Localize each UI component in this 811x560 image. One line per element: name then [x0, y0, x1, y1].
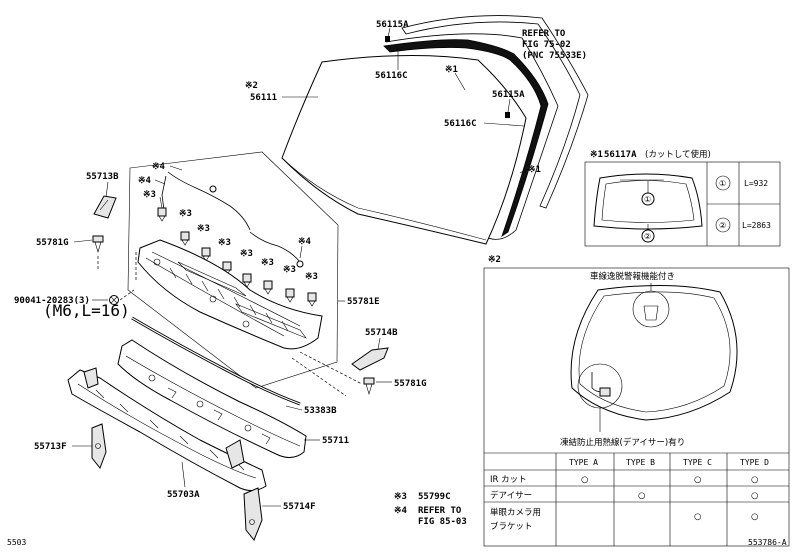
inset1-box: [584, 161, 781, 247]
mark-3-f: ※3: [261, 258, 274, 268]
cowl-louver-panel: [137, 239, 323, 350]
note4-line1: REFER TO: [418, 506, 462, 516]
refer-top-line2: FIG 75-02: [522, 40, 571, 50]
table-header-type-c: TYPE C: [683, 458, 712, 467]
inset2-table: [484, 452, 789, 546]
table-row-ir-label: IR カット: [490, 475, 527, 485]
table-cell-camera-d: ○: [751, 512, 758, 522]
inset2-bottom-label: 凍結防止用熱線(デアイサー)有り: [560, 437, 685, 448]
mark-3-e: ※3: [240, 249, 253, 259]
label-55714F: 55714F: [283, 502, 316, 512]
table-cell-ir-d: ○: [751, 475, 758, 485]
table-cell-deicer-b: ○: [638, 491, 645, 501]
mark-4-c: ※4: [298, 237, 312, 247]
inset1-note: (カットして使用): [645, 149, 711, 160]
bracket-55713B: [93, 195, 117, 219]
clip-55781G-left: [92, 235, 104, 254]
label-56116C-mid: 56116C: [444, 119, 477, 129]
bolt-90041: [109, 295, 119, 305]
mark-3-d: ※3: [218, 238, 231, 248]
mark-3-b: ※3: [179, 209, 192, 219]
label-55781G-left: 55781G: [36, 238, 69, 248]
table-header-type-b: TYPE B: [626, 458, 655, 467]
table-row-deicer-label: デアイサー: [490, 490, 532, 501]
refer-top-line1: REFER TO: [522, 29, 566, 39]
inset2-glass: [570, 284, 738, 421]
table-row-camera-label2: ブラケット: [490, 521, 533, 532]
label-55713B: 55713B: [86, 172, 119, 182]
label-56115A-top: 56115A: [376, 20, 409, 30]
image-code: 553786-A: [748, 538, 787, 547]
table-cell-deicer-d: ○: [751, 491, 758, 501]
refer-top-line3: (PNC 75533E): [522, 51, 587, 61]
mark-3-c: ※3: [197, 224, 210, 234]
mark-4-a: ※4: [152, 162, 166, 172]
label-55703A: 55703A: [167, 490, 200, 500]
inset2-deicer-callout: [577, 363, 623, 432]
note4-line2: FIG 85-03: [418, 517, 467, 527]
cowl-clips: [157, 207, 317, 307]
label-90041: 90041-20283(3): [14, 296, 90, 306]
inset1-part: 56117A: [604, 150, 637, 160]
label-90041-spec: (M6,L=16): [43, 301, 130, 320]
clip-55781G-right: [363, 377, 375, 396]
inset1-callout2: ②: [641, 224, 655, 243]
inset2-mark: ※2: [488, 255, 501, 265]
inset1-mark: ※1: [590, 150, 603, 160]
mark-3-a: ※3: [143, 190, 156, 200]
svg-text:L=2863: L=2863: [742, 221, 771, 230]
label-56111: 56111: [250, 93, 277, 103]
cowl-group-outline: [127, 151, 339, 389]
windshield-glass: [281, 54, 527, 245]
bracket-55714B: [351, 347, 389, 371]
inset2-top-label: 車線逸脱警報機能付き: [590, 271, 675, 282]
inset1-callout1: ①: [641, 181, 655, 206]
note3-mark: ※3: [394, 492, 407, 502]
mark-1-top: ※1: [445, 65, 458, 75]
table-cell-camera-c: ○: [694, 512, 701, 522]
label-55781E: 55781E: [347, 297, 380, 307]
label-55711: 55711: [322, 436, 349, 446]
table-row-camera-label: 単眼カメラ用: [490, 507, 541, 518]
mark-3-h: ※3: [305, 272, 318, 282]
svg-text:②: ②: [719, 221, 726, 230]
inset2-box: [483, 267, 790, 547]
svg-text:L=932: L=932: [744, 179, 768, 188]
table-cell-ir-a: ○: [581, 475, 588, 485]
inset2-camera-callout: [632, 283, 670, 328]
mark-3-g: ※3: [283, 265, 296, 275]
mark-4-b: ※4: [138, 176, 152, 186]
glass-clip-mid: [505, 112, 510, 118]
label-55713F: 55713F: [34, 442, 67, 452]
windshield-moulding-outer: [385, 15, 589, 240]
label-53383B: 53383B: [304, 406, 337, 416]
windshield-moulding-strip: [383, 39, 549, 237]
note4-mark: ※4: [394, 506, 408, 516]
lower-cowl-55703A: [67, 367, 267, 492]
inset1-row2: ② L=2863: [715, 217, 771, 233]
table-header-type-d: TYPE D: [740, 458, 769, 467]
table-cell-ir-c: ○: [694, 475, 701, 485]
label-55781G-right: 55781G: [394, 379, 427, 389]
inset1-row1: ① L=932: [715, 175, 768, 191]
label-56115A-mid: 56115A: [492, 90, 525, 100]
mark-2-glass: ※2: [245, 81, 258, 91]
glass-clip-top: [385, 36, 390, 42]
svg-text:①: ①: [644, 195, 651, 204]
svg-text:②: ②: [644, 232, 651, 241]
cowl-top-panel-55711: [117, 339, 307, 458]
note3-part: 55799C: [418, 492, 451, 502]
seal-53383B: [131, 316, 301, 406]
bracket-55713F: [91, 423, 107, 469]
washer-hose: [161, 171, 304, 268]
mark-1-right: ※1: [528, 165, 541, 175]
label-55714B: 55714B: [365, 328, 398, 338]
svg-text:①: ①: [719, 179, 726, 188]
table-header-type-a: TYPE A: [569, 458, 598, 467]
bracket-55714F: [243, 487, 263, 541]
label-56116C-top: 56116C: [375, 71, 408, 81]
diagram-number: 5503: [7, 538, 26, 547]
